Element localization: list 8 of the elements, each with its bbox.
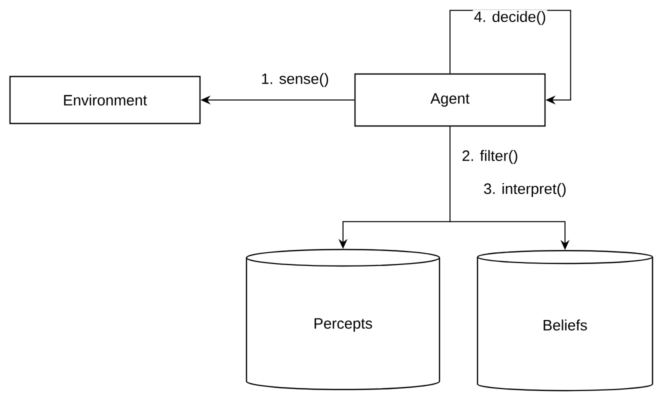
process-box: Environment bbox=[9, 76, 201, 124]
edge-label: 1. sense() bbox=[260, 72, 330, 88]
database-cylinder: Beliefs bbox=[476, 250, 654, 392]
edge-label: 2. filter() bbox=[460, 149, 520, 165]
process-box: Agent bbox=[354, 73, 546, 127]
database-cylinder: Percepts bbox=[246, 248, 440, 390]
edge-label: 3. interpret() bbox=[482, 182, 568, 198]
edge-label: 4. decide() bbox=[472, 10, 548, 26]
